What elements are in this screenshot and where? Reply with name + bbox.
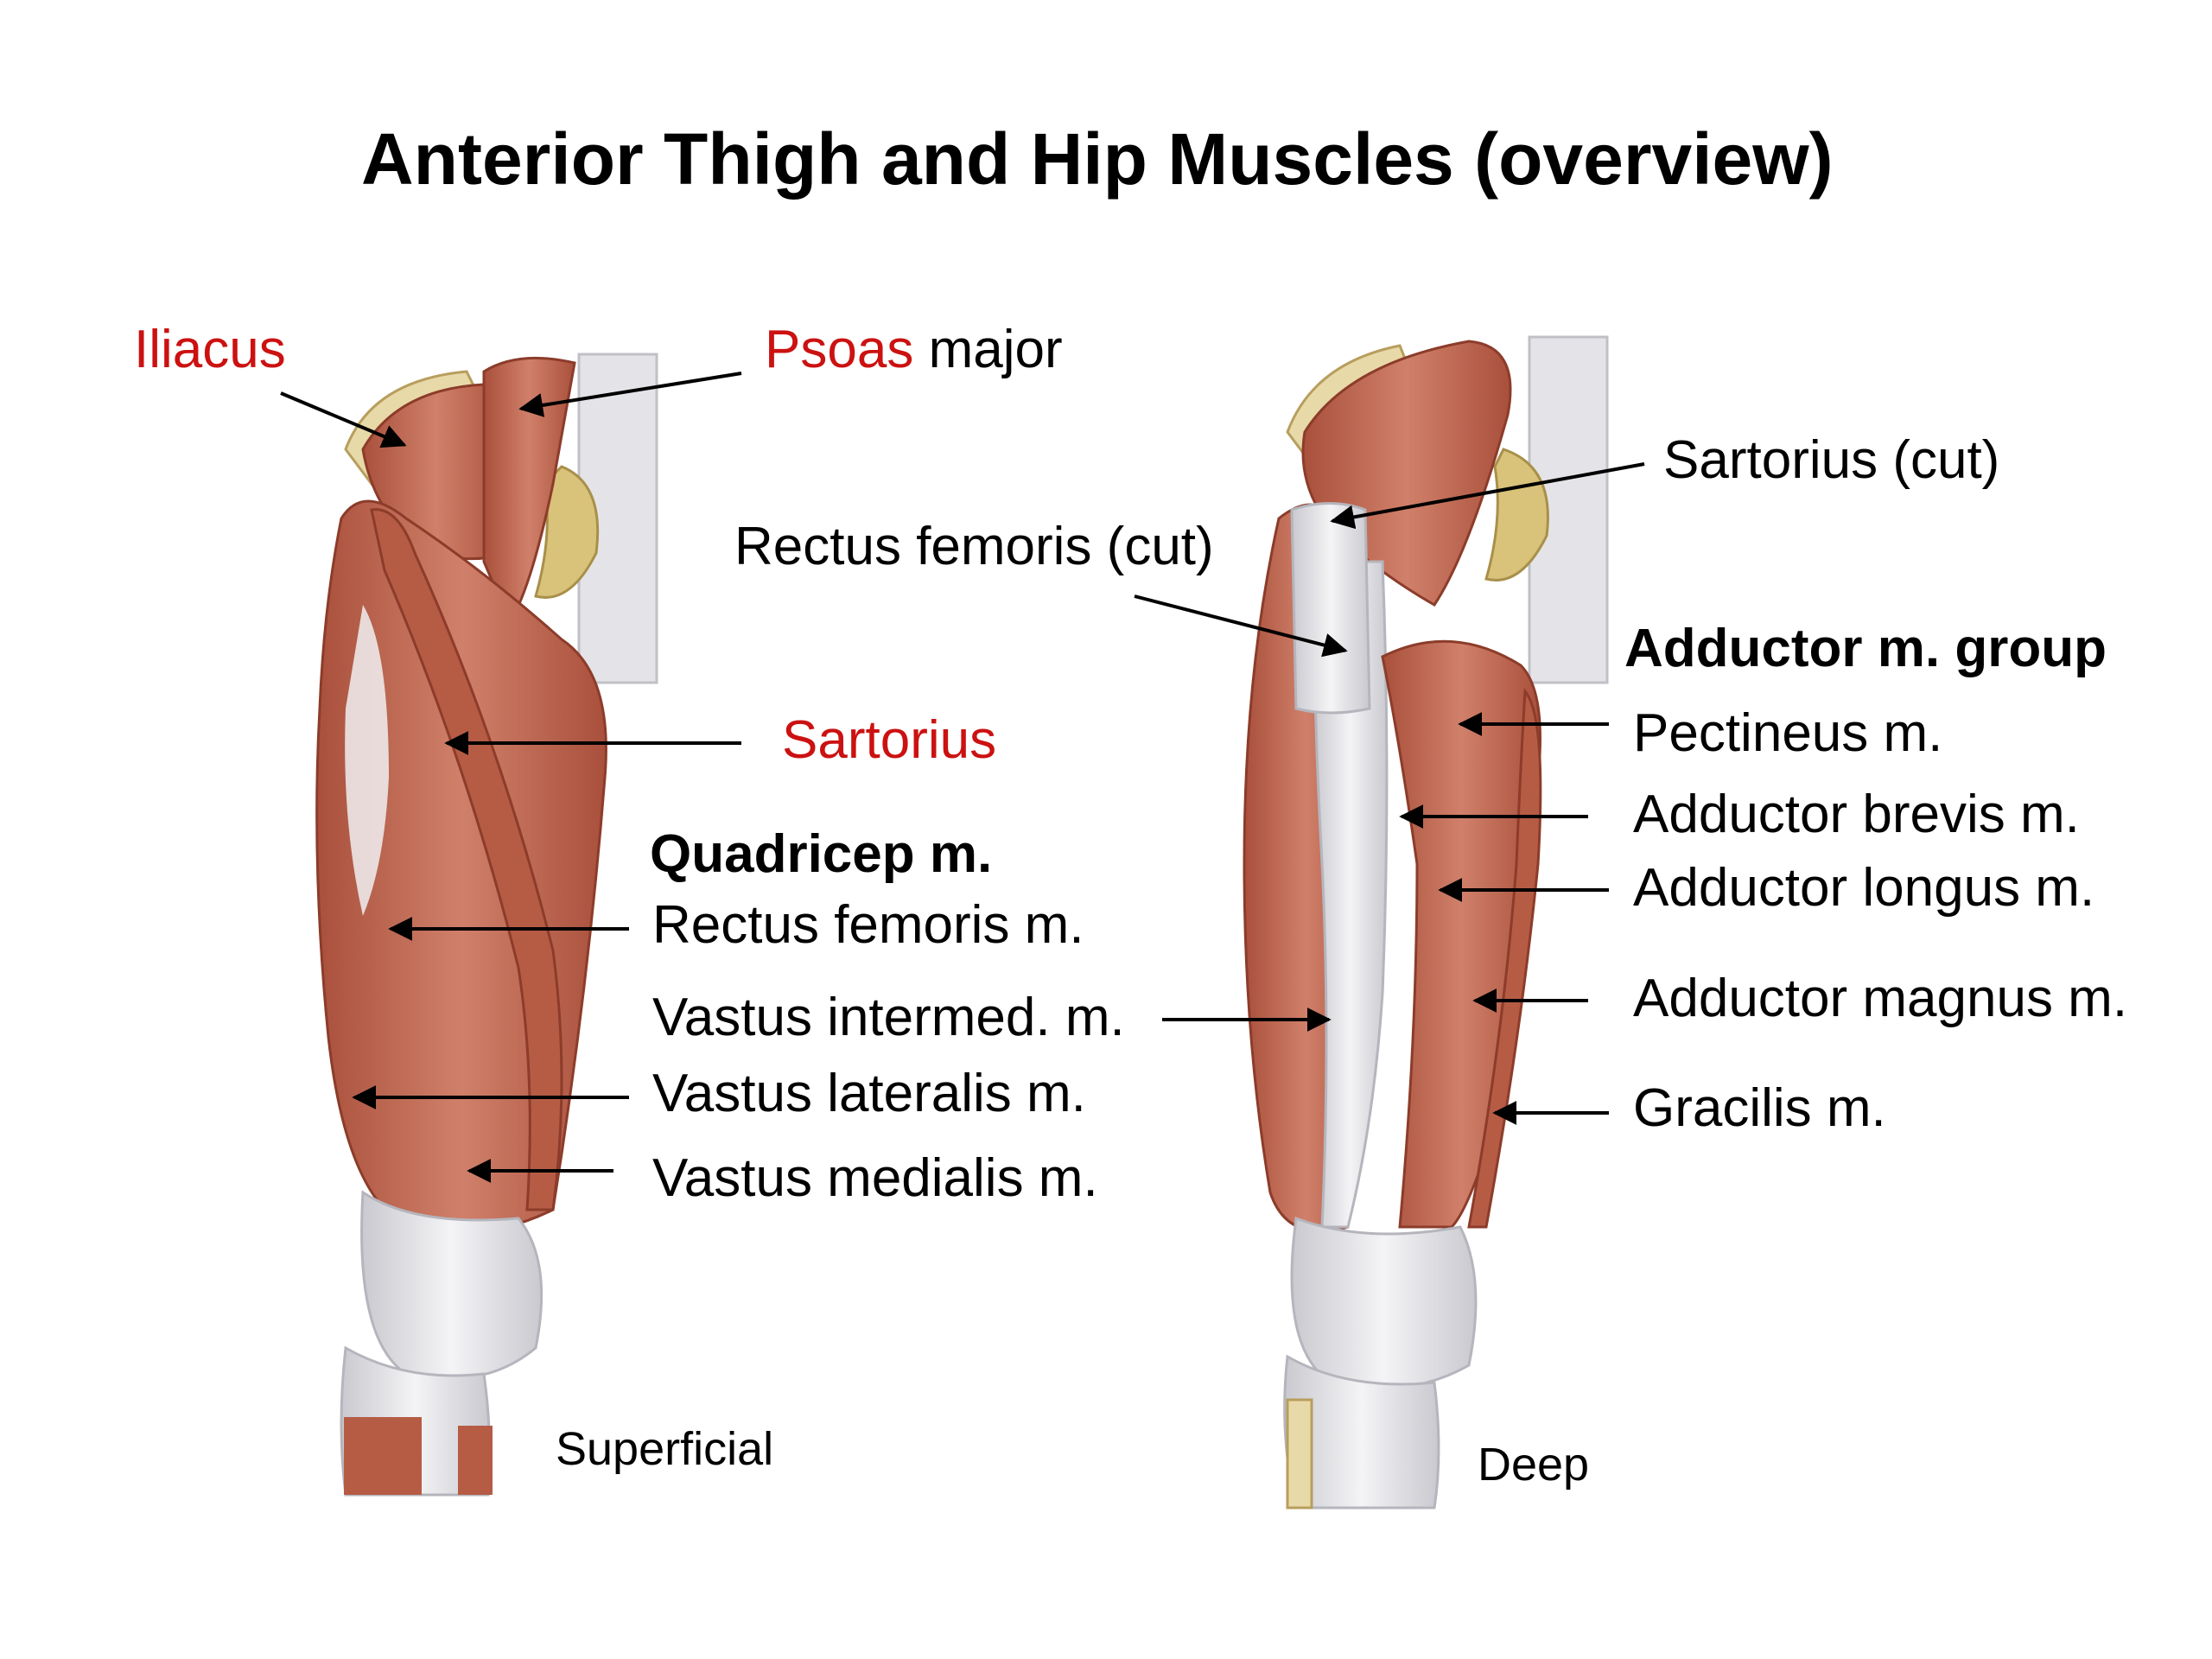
label-adductor-heading: Adductor m. group xyxy=(1624,619,2107,678)
arrow-iliacus xyxy=(280,391,407,448)
deep-lower-leg xyxy=(1283,1354,1440,1510)
superficial-fascia-strip xyxy=(345,605,389,916)
label-vastus-medialis: Vastus medialis m. xyxy=(652,1148,1098,1208)
superficial-sartorius-shape xyxy=(370,508,563,1211)
arrow-rectus-femoris-cut xyxy=(1134,594,1348,658)
label-major-word: major xyxy=(928,320,1063,379)
deep-knee xyxy=(1290,1216,1478,1390)
superficial-knee xyxy=(360,1190,543,1381)
label-quadricep-heading: Quadricep m. xyxy=(650,824,993,884)
deep-leader-lines xyxy=(1134,462,1645,1125)
label-adductor-brevis: Adductor brevis m. xyxy=(1633,785,2080,844)
superficial-shin-muscle-right xyxy=(458,1426,493,1495)
slide-title: Anterior Thigh and Hip Muscles (overview… xyxy=(361,118,1834,200)
label-iliacus: Iliacus xyxy=(134,320,286,379)
deep-gracilis-shape xyxy=(1467,688,1542,1229)
label-sartorius-cut: Sartorius (cut) xyxy=(1663,430,2000,490)
label-psoas-major: Psoas major xyxy=(765,323,1063,377)
label-sartorius: Sartorius xyxy=(782,710,997,770)
superficial-leader-lines xyxy=(280,372,742,1183)
deep-rectus-femoris-stump xyxy=(1290,502,1371,715)
label-rectus-femoris-cut: Rectus femoris (cut) xyxy=(734,517,1214,576)
deep-leg-illustration xyxy=(1243,335,1609,1510)
label-pectineus: Pectineus m. xyxy=(1633,703,1943,763)
label-vastus-intermed: Vastus intermed. m. xyxy=(652,988,1125,1047)
label-psoas-word: Psoas xyxy=(765,320,914,379)
label-adductor-magnus: Adductor magnus m. xyxy=(1633,969,2128,1028)
arrow-psoas-major xyxy=(518,372,742,417)
label-gracilis: Gracilis m. xyxy=(1633,1078,1886,1138)
label-rectus-femoris: Rectus femoris m. xyxy=(652,895,1084,955)
deep-spine-tissue xyxy=(1528,335,1609,684)
deep-sacrum-bone xyxy=(1484,448,1549,582)
superficial-sacrum-bone xyxy=(534,465,600,599)
deep-fibula-bone xyxy=(1286,1398,1313,1510)
deep-vastus-intermed-tendon xyxy=(1312,560,1389,1229)
superficial-shin-muscle-left xyxy=(344,1417,422,1495)
label-adductor-longus: Adductor longus m. xyxy=(1633,858,2095,918)
caption-deep: Deep xyxy=(1478,1439,1590,1491)
caption-superficial: Superficial xyxy=(556,1423,774,1475)
superficial-leg-illustration xyxy=(315,353,658,1497)
label-vastus-lateralis: Vastus lateralis m. xyxy=(652,1064,1086,1123)
arrow-sartorius-cut xyxy=(1330,462,1645,530)
